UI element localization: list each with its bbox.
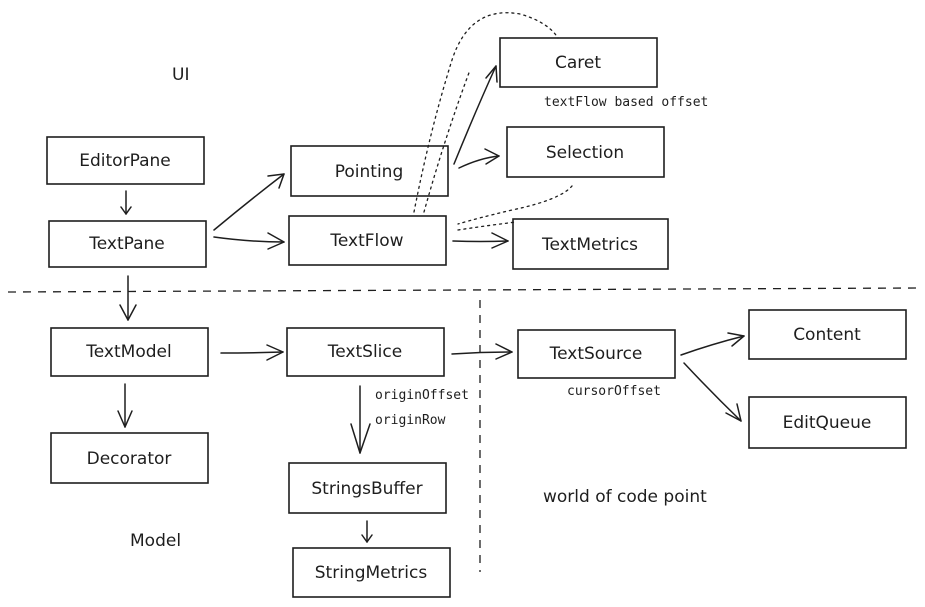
- node-caret: Caret: [499, 37, 658, 88]
- node-string-metrics: StringMetrics: [292, 547, 451, 598]
- dotted-link-textflow-to-caret-secondary: [423, 69, 471, 213]
- node-content: Content: [748, 309, 907, 360]
- arrow-textmodel-to-textslice: [220, 344, 284, 361]
- node-label: Decorator: [87, 449, 172, 469]
- node-label: TextFlow: [329, 231, 403, 251]
- arrow-textflow-to-caret: [453, 65, 498, 165]
- node-text-flow: TextFlow: [288, 215, 447, 266]
- note-origin-offset: originOffset: [375, 388, 469, 403]
- arrow-stringsbuffer-to-stringmetrics: [361, 520, 373, 543]
- region-label-world-of-code-point: world of code point: [543, 487, 707, 507]
- arrow-textsource-to-editqueue: [683, 362, 742, 422]
- node-label: Pointing: [335, 162, 404, 182]
- node-editor-pane: EditorPane: [46, 136, 205, 185]
- node-label: EditorPane: [79, 151, 170, 171]
- node-label: Selection: [546, 143, 624, 163]
- arrow-textmodel-to-decorator: [117, 383, 133, 428]
- node-text-metrics: TextMetrics: [512, 218, 669, 270]
- dotted-link-textflow-to-caret: [413, 12, 559, 213]
- arrow-textslice-to-stringsbuffer: [350, 385, 371, 454]
- arrow-textsource-to-content: [680, 332, 745, 356]
- node-label: TextPane: [88, 234, 165, 254]
- arrow-editorpane-to-textpane: [120, 190, 132, 215]
- node-decorator: Decorator: [50, 432, 209, 484]
- node-label: Caret: [555, 53, 601, 73]
- arrow-textflow-to-textmetrics: [452, 232, 509, 249]
- node-edit-queue: EditQueue: [748, 396, 907, 449]
- node-selection: Selection: [506, 126, 665, 178]
- note-cursor-offset: cursorOffset: [567, 384, 661, 399]
- node-strings-buffer: StringsBuffer: [288, 462, 447, 514]
- node-pointing: Pointing: [290, 145, 449, 197]
- node-label: EditQueue: [783, 413, 872, 433]
- node-label: TextMetrics: [541, 235, 638, 255]
- node-label: Content: [793, 325, 861, 345]
- node-text-pane: TextPane: [48, 220, 207, 268]
- note-caret-offset: textFlow based offset: [544, 95, 708, 110]
- node-text-model: TextModel: [50, 327, 209, 377]
- arrow-textflow-to-selection: [458, 148, 500, 169]
- node-label: TextModel: [85, 342, 171, 362]
- arrow-textslice-to-textsource: [451, 343, 513, 360]
- node-label: TextSlice: [327, 342, 402, 362]
- arrow-textpane-to-textflow: [213, 232, 285, 250]
- region-label-model: Model: [130, 531, 181, 551]
- arrow-textpane-to-textmodel: [119, 275, 137, 321]
- arrow-textpane-to-pointing: [213, 173, 285, 231]
- dotted-link-selection-to-textflow: [457, 185, 573, 225]
- node-text-slice: TextSlice: [286, 327, 445, 377]
- node-text-source: TextSource: [517, 329, 676, 379]
- dotted-link-selection-to-textflow-secondary: [457, 221, 517, 231]
- region-label-ui: UI: [172, 65, 189, 85]
- node-label: TextSource: [549, 344, 643, 364]
- note-origin-row: originRow: [375, 413, 446, 428]
- ui-model-separator: [7, 287, 919, 293]
- node-label: StringMetrics: [315, 563, 428, 583]
- node-label: StringsBuffer: [311, 479, 422, 499]
